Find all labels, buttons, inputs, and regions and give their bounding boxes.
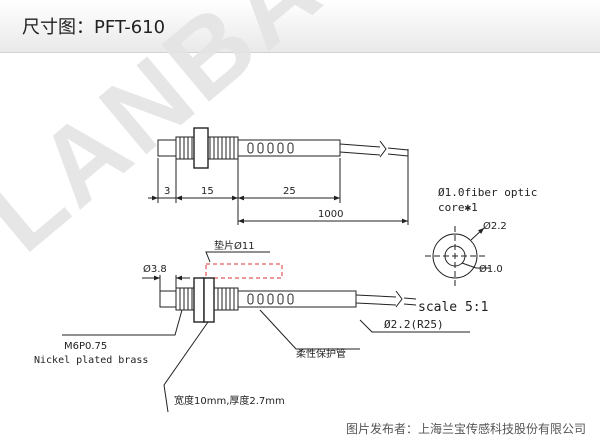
core-dia-label: Ø1.0	[479, 263, 503, 275]
flex-tube	[237, 139, 341, 157]
bottom-view	[62, 251, 470, 413]
top-view	[148, 127, 409, 225]
title-bar: 尺寸图：PFT-610	[0, 0, 600, 53]
tip-dia-label: Ø3.8	[143, 263, 167, 275]
nut	[193, 127, 209, 169]
nut-label: 宽度10mm,厚度2.7mm	[174, 394, 285, 407]
washer-label: 垫片Ø11	[214, 239, 255, 252]
tube-label: 柔性保护管	[296, 347, 346, 360]
fiber-note-line1: Ø1.0fiber optic	[438, 186, 537, 199]
thread-label: M6P0.75	[64, 341, 107, 352]
tube-slots	[247, 142, 294, 154]
dim-25-label: 25	[283, 186, 296, 197]
outer-dia-label: Ø2.2	[483, 220, 507, 232]
dim-15-label: 15	[201, 186, 214, 197]
dim-1000-label: 1000	[318, 209, 343, 220]
material-label: Nickel plated brass	[34, 355, 148, 366]
washer	[205, 263, 283, 279]
thread-lines	[179, 137, 235, 159]
dim-3-label: 3	[164, 186, 170, 197]
cable-label: Ø2.2(R25)	[384, 318, 444, 331]
fiber-note-line2: core✱1	[438, 201, 478, 214]
page-title: 尺寸图：PFT-610	[22, 17, 166, 38]
dimension-drawing: 3 15 25 1000 Ø1.0fiber optic core✱1 Ø2.2…	[34, 127, 537, 413]
cross-section	[425, 226, 490, 286]
scale-label: scale 5:1	[418, 300, 488, 315]
image-credit: 图片发布者：上海兰宝传感科技股份有限公司	[345, 422, 586, 436]
